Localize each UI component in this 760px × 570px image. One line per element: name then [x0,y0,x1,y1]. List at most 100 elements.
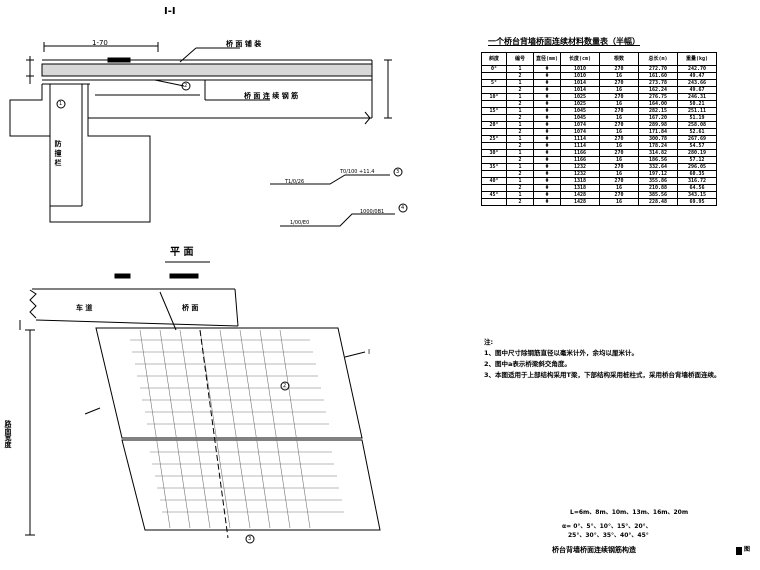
table-cell: 16 [599,142,639,150]
table-cell: 210.88 [638,184,678,192]
table-cell: Φ [533,72,561,80]
table-cell: 270 [599,135,639,143]
table-cell: 1045 [560,114,600,122]
table-header-cell: 编号 [506,52,534,66]
spec-line-1: L=6m、8m、10m、13m、16m、20m [570,509,689,516]
plan-right-region: 桥 面 [182,304,199,312]
table-cell: 355.86 [638,177,678,185]
table-cell: 49.47 [677,72,717,80]
table-title: 一个桥台背墙桥面连续材料数量表（半幅） [488,37,640,46]
table-cell [481,128,507,136]
table-cell: 246.31 [677,93,717,101]
table-header-cell: 长度(cm) [560,52,600,66]
table-cell: 16 [599,156,639,164]
table-cell: 276.75 [638,93,678,101]
table-cell [481,156,507,164]
spec-line-2: α= 0°、5°、10°、15°、20°、 [562,523,652,530]
table-cell [481,100,507,108]
table-cell: Φ [533,128,561,136]
table-cell: 1 [506,65,534,73]
table-cell: 5° [481,79,507,87]
sheet-marker [736,547,742,555]
table-cell: 1166 [560,156,600,164]
table-cell: 1166 [560,149,600,157]
table-cell [481,114,507,122]
table-cell: 280.19 [677,149,717,157]
table-cell: 178.24 [638,142,678,150]
table-cell: 385.56 [638,191,678,199]
drawing-title: 桥台背墙桥面连续钢筋构造 [552,546,636,554]
table-cell: 270 [599,191,639,199]
table-cell: 300.78 [638,135,678,143]
callout-2: 2 [184,83,188,89]
table-cell: Φ [533,114,561,122]
table-cell: 52.61 [677,128,717,136]
table-cell: 1232 [560,163,600,171]
table-cell: 51.19 [677,114,717,122]
table-cell: 332.64 [638,163,678,171]
table-cell: 316.72 [677,177,717,185]
table-cell: 228.48 [638,198,678,206]
table-cell: 16 [599,184,639,192]
table-cell: Φ [533,79,561,87]
table-cell: 2 [506,86,534,94]
table-cell: 54.57 [677,142,717,150]
table-cell: 1074 [560,128,600,136]
table-header-cell: 直径(mm) [533,52,561,66]
table-cell: 16 [599,128,639,136]
table-cell: 296.05 [677,163,717,171]
table-cell: 270 [599,149,639,157]
callout-4: 4 [401,205,405,211]
table-cell: 171.84 [638,128,678,136]
table-cell: 1 [506,79,534,87]
table-cell: 2 [506,198,534,206]
table-cell: 343.15 [677,191,717,199]
table-cell: 161.60 [638,72,678,80]
table-header-cell: 根数 [599,52,639,66]
slope-label-1: T1/0/26 [285,179,305,185]
table-cell: 270 [599,93,639,101]
table-cell: 16 [599,100,639,108]
table-cell: 2 [506,72,534,80]
notes-block: 注: 1、图中尺寸除钢筋直径以毫米计外，余均以厘米计。 2、图中a表示桥梁斜交角… [484,337,720,381]
table-cell: Φ [533,65,561,73]
table-cell: 1318 [560,184,600,192]
table-cell [481,184,507,192]
table-cell: Φ [533,86,561,94]
table-cell: 60.35 [677,170,717,178]
table-cell: Φ [533,121,561,129]
table-cell: 1014 [560,86,600,94]
table-cell: Φ [533,142,561,150]
table-cell: 273.78 [638,79,678,87]
table-cell: 270 [599,177,639,185]
table-cell: 1 [506,149,534,157]
callout-1: 1 [59,101,63,107]
table-cell: 2 [506,184,534,192]
table-cell: 272.70 [638,65,678,73]
table-cell: 2 [506,170,534,178]
note-item-3: 3、本图适用于上部结构采用T梁，下部结构采用桩柱式，采用桥台背墙桥面连续。 [484,371,721,379]
table-header-cell: 重量(kg) [677,52,717,66]
table-cell: Φ [533,107,561,115]
sheet-number: 图 [744,546,751,553]
table-cell: 243.66 [677,79,717,87]
notes-heading: 注: [484,338,494,346]
table-cell: 16 [599,72,639,80]
table-cell: 186.56 [638,156,678,164]
note-item-1: 1、图中尺寸除钢筋直径以毫米计外，余均以厘米计。 [484,349,639,357]
table-cell [481,142,507,150]
section-view [9,42,408,227]
table-cell: 25° [481,135,507,143]
table-cell: 267.69 [677,135,717,143]
table-cell: 289.98 [638,121,678,129]
